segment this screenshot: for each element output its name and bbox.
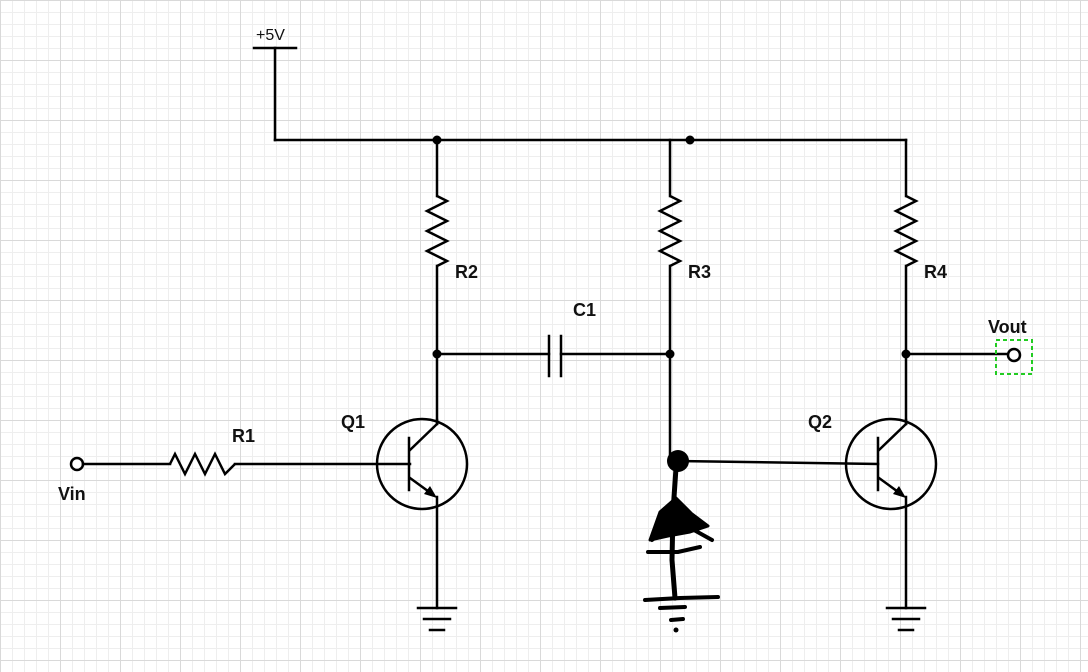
r4-label: R4 [924, 262, 947, 282]
junction-dot [432, 349, 442, 359]
selection-box [995, 339, 1033, 375]
q2-base-wire[interactable] [676, 459, 880, 466]
junction-dot [685, 135, 695, 145]
capacitor-c1[interactable] [435, 334, 672, 378]
resistor-r2[interactable] [424, 138, 450, 422]
q1-label: Q1 [341, 412, 365, 432]
resistor-r4[interactable] [893, 138, 919, 422]
supply-rail-symbol[interactable] [252, 46, 298, 142]
vin-terminal[interactable] [69, 456, 85, 472]
transistor-q2[interactable] [844, 417, 938, 610]
junction-dot [665, 349, 675, 359]
junction-dot [901, 349, 911, 359]
ground-symbol [885, 606, 927, 632]
diode-hand-drawn[interactable] [643, 465, 720, 633]
vout-terminal[interactable] [1006, 347, 1022, 363]
resistor-r1[interactable] [81, 451, 412, 477]
ground-symbol [416, 606, 458, 632]
vin-label: Vin [58, 484, 86, 504]
r3-label: R3 [688, 262, 711, 282]
r1-label: R1 [232, 426, 255, 446]
c1-label: C1 [573, 300, 596, 320]
vout-label: Vout [988, 317, 1027, 337]
supply-label: +5V [256, 27, 285, 44]
q2-label: Q2 [808, 412, 832, 432]
r2-label: R2 [455, 262, 478, 282]
transistor-q1[interactable] [375, 417, 469, 610]
resistor-r3[interactable] [657, 138, 683, 462]
